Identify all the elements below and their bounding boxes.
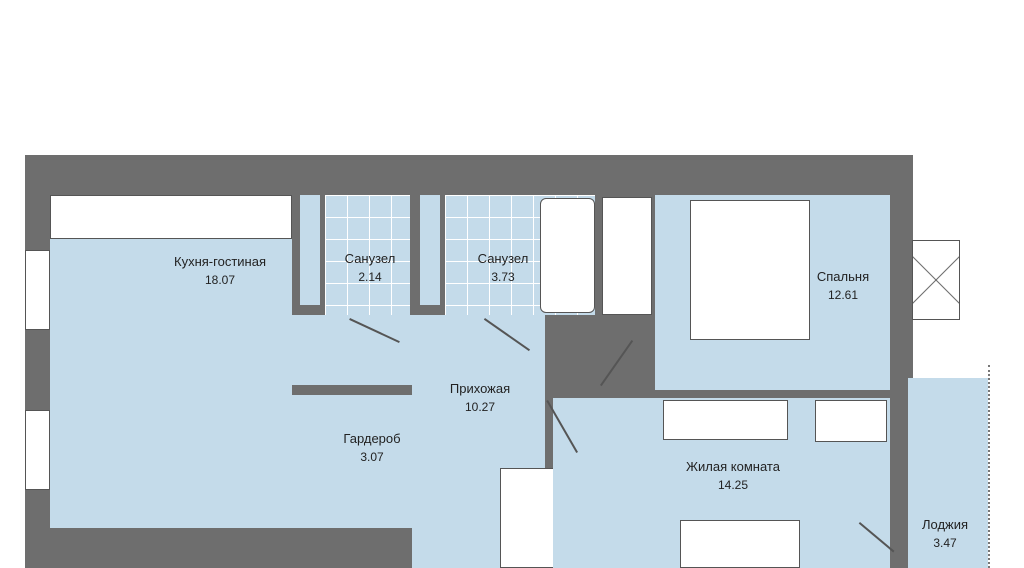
- room-name: Гардероб: [343, 431, 401, 446]
- sofa: [680, 520, 800, 568]
- wardrobe-bedroom: [602, 197, 652, 315]
- tv-stand: [663, 400, 788, 440]
- room-kitchen-living: [50, 195, 292, 528]
- shaft-1: [300, 195, 320, 305]
- label-kitchen-living: Кухня-гостиная 18.07: [174, 253, 266, 289]
- room-loggia: [908, 378, 988, 568]
- room-hallway-top: [410, 195, 420, 315]
- room-area: 12.61: [827, 288, 859, 302]
- label-loggia: Лоджия 3.47: [922, 516, 968, 552]
- room-name: Прихожая: [449, 381, 511, 396]
- label-bedroom: Спальня 12.61: [817, 268, 869, 304]
- window-right: [912, 240, 960, 320]
- room-area: 14.25: [717, 478, 749, 492]
- bed: [690, 200, 810, 340]
- shaft-2: [420, 195, 440, 305]
- desk: [815, 400, 887, 442]
- room-name: Санузел: [477, 251, 529, 266]
- window-left-2: [25, 410, 50, 490]
- room-name: Санузел: [344, 251, 396, 266]
- room-name: Лоджия: [921, 517, 969, 532]
- bottom-wall: [25, 528, 412, 568]
- room-wardrobe: [300, 395, 410, 528]
- room-name: Кухня-гостиная: [174, 254, 266, 269]
- room-name: Спальня: [816, 269, 870, 284]
- room-name: Жилая комната: [686, 459, 780, 474]
- label-hallway: Прихожая 10.27: [450, 380, 510, 416]
- room-bathroom-1: [325, 195, 410, 315]
- living-wall: [545, 390, 890, 398]
- label-bathroom-1: Санузел 2.14: [345, 250, 396, 286]
- room-area: 2.14: [358, 270, 382, 284]
- label-wardrobe: Гардероб 3.07: [343, 430, 400, 466]
- bathtub: [540, 198, 595, 313]
- room-area: 18.07: [204, 273, 236, 287]
- kitchen-counter: [50, 195, 292, 239]
- room-area: 3.47: [933, 536, 957, 550]
- label-living: Жилая комната 14.25: [686, 458, 780, 494]
- window-left-1: [25, 250, 50, 330]
- room-area: 3.73: [491, 270, 515, 284]
- room-area: 3.07: [360, 450, 384, 464]
- wardrobe-wall: [292, 385, 412, 395]
- room-area: 10.27: [464, 400, 496, 414]
- loggia-railing: [988, 365, 998, 568]
- label-bathroom-2: Санузел 3.73: [478, 250, 529, 286]
